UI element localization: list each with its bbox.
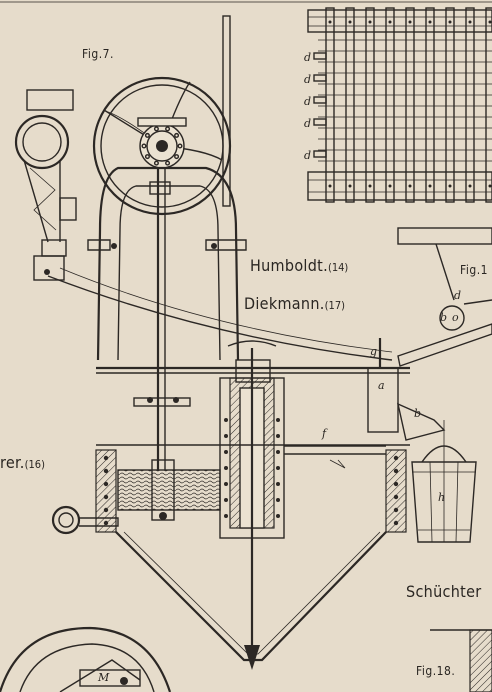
humboldt-ref: (14) — [327, 261, 349, 274]
frame-clamp — [313, 96, 327, 104]
part-letter-g: g — [370, 345, 378, 358]
part-letter-d-small: d — [454, 289, 462, 302]
humboldt-name: Humboldt. — [250, 256, 328, 275]
hopper — [51, 444, 410, 670]
fig7-machine-drawing — [0, 15, 492, 692]
frame-clamp — [313, 118, 327, 126]
frame-clamp — [313, 74, 327, 82]
part-letter-h: h — [438, 491, 446, 504]
bucket — [411, 420, 477, 543]
humboldt-caption: Humboldt.(14) — [250, 258, 348, 274]
frame-slat — [425, 7, 435, 203]
part-letter-d: d — [304, 73, 312, 86]
fig7-label: Fig.7. — [82, 47, 114, 61]
diekmann-ref: (17) — [324, 299, 345, 312]
part-letter-b-small: b — [440, 311, 448, 324]
part-letter-d: d — [304, 149, 312, 162]
right-fitting — [367, 338, 477, 543]
fig1-lever-drawing — [397, 227, 492, 367]
frame-slat — [325, 7, 335, 203]
diekmann-name: Diekmann. — [244, 294, 325, 313]
part-letter-o: o — [452, 311, 459, 324]
left-pulley — [14, 89, 77, 281]
rer-name: rer. — [0, 453, 25, 472]
fig18-label: Fig.18. — [416, 664, 456, 678]
part-letter-d: d — [304, 117, 312, 130]
diekmann-caption: Diekmann.(17) — [244, 296, 345, 312]
frame-slat — [365, 7, 375, 203]
part-letter-M: M — [98, 671, 110, 684]
frame-slat — [465, 7, 475, 203]
frame-slat — [345, 7, 355, 203]
filter-frame-drawing — [307, 7, 492, 203]
part-letter-b: b — [414, 407, 422, 420]
part-letter-a: a — [378, 379, 385, 392]
schuchter-caption: Schüchter — [406, 582, 482, 601]
frame-clamp — [313, 150, 327, 158]
fig1-label: Fig.1 — [460, 263, 488, 277]
rer-caption: rer.(16) — [0, 455, 45, 471]
central-cylinder — [219, 340, 285, 650]
rer-ref: (16) — [24, 458, 45, 471]
frame-slat — [445, 7, 455, 203]
bottom-left-machine-drawing — [0, 626, 172, 692]
part-letter-d: d — [304, 51, 312, 64]
frame-slat — [485, 7, 492, 203]
frame-slat — [385, 7, 395, 203]
part-letter-f: f — [322, 427, 327, 440]
frame-slat — [405, 7, 415, 203]
fig18-drawing — [430, 629, 492, 692]
part-letter-d: d — [304, 95, 312, 108]
frame-clamp — [313, 52, 327, 60]
machine-frame — [87, 166, 247, 470]
vertical-rod — [222, 15, 231, 207]
